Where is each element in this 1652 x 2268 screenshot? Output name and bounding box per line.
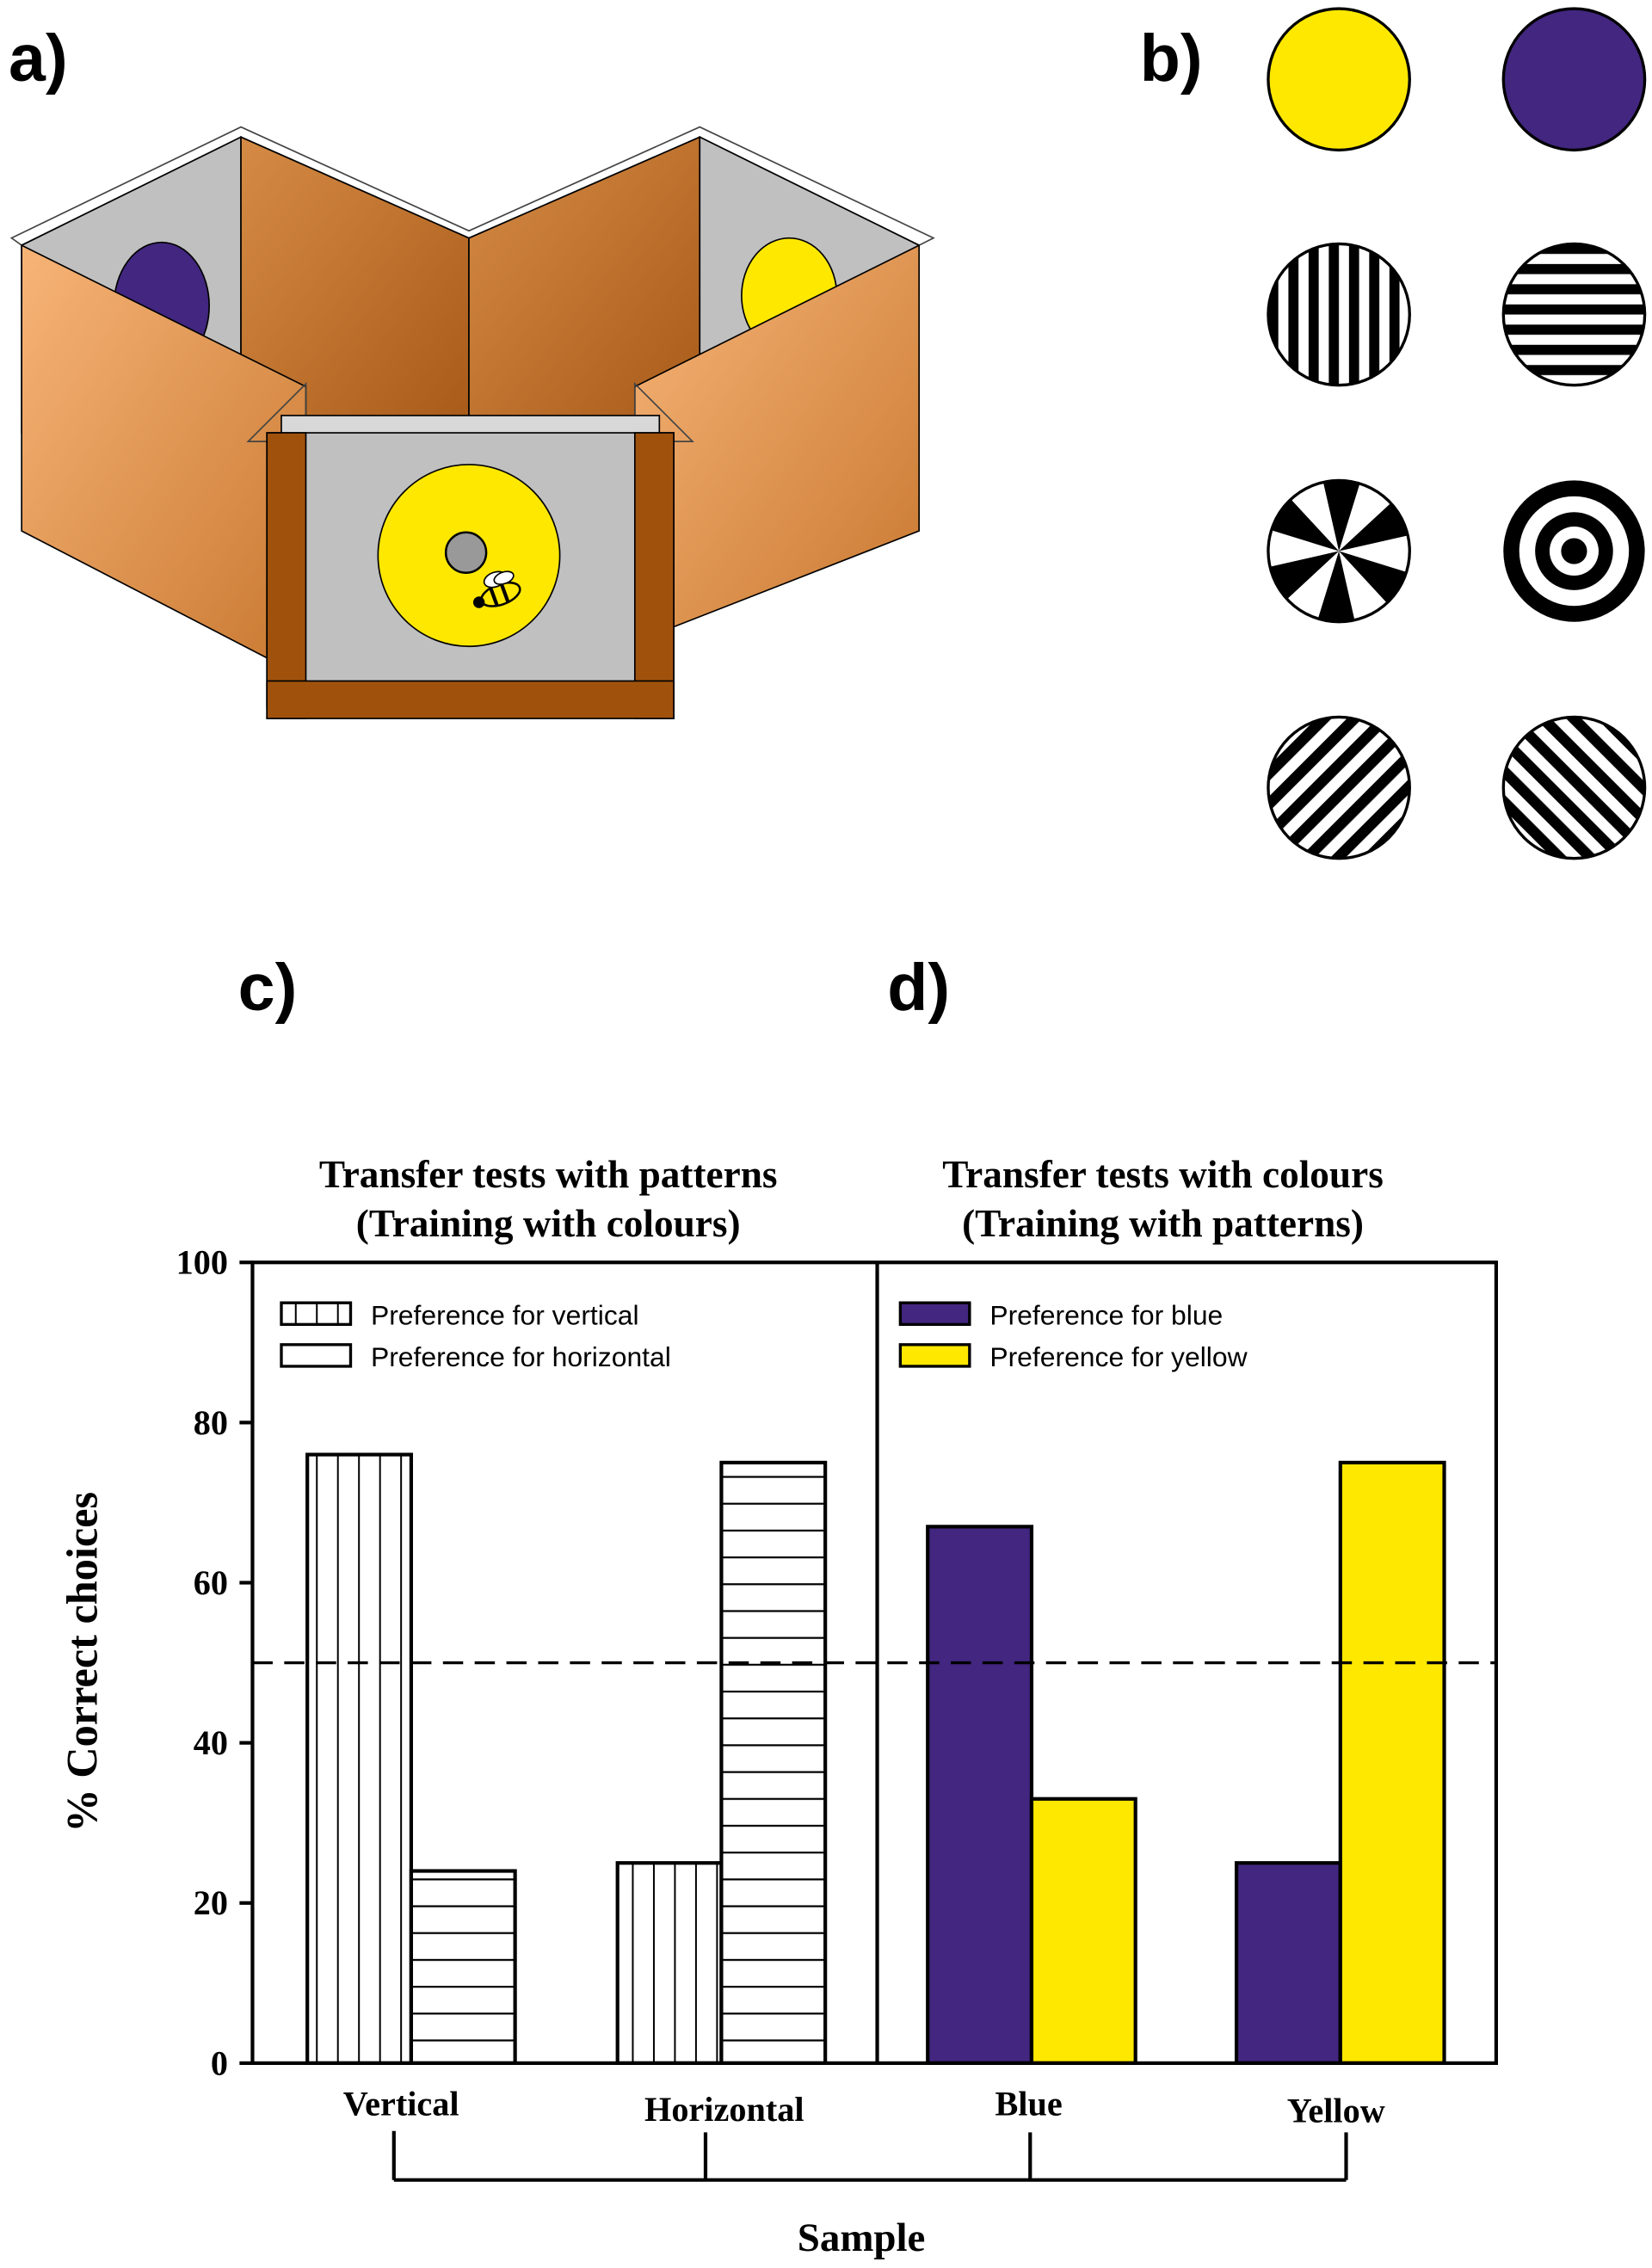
radial-sectors-stimulus <box>1267 478 1411 624</box>
chart-d-title-line1: Transfer tests with colours <box>942 1153 1384 1196</box>
category-label-horizontal: Horizontal <box>644 2090 804 2129</box>
y-tick-label: 40 <box>194 1723 228 1762</box>
bar-horizontal-preference-for-horizontal <box>719 1460 828 2065</box>
sector <box>1339 502 1409 552</box>
legend-label-vertical: Preference for vertical <box>371 1299 639 1330</box>
legend-swatch-blue <box>898 1301 971 1327</box>
sector <box>1322 480 1360 552</box>
panel-label-a: a) <box>9 22 68 96</box>
legend-swatch-horizontal <box>280 1343 353 1368</box>
legend-label-yellow: Preference for yellow <box>989 1341 1248 1372</box>
legend-swatch-vertical <box>280 1301 353 1327</box>
category-label-vertical: Vertical <box>343 2084 459 2123</box>
category-label-yellow: Yellow <box>1287 2092 1385 2130</box>
y-tick-label: 20 <box>194 1883 228 1922</box>
legend-swatch-yellow <box>898 1343 971 1368</box>
y-tick-label: 60 <box>194 1563 228 1602</box>
vertical-stripes-stimulus <box>1267 242 1411 387</box>
sector <box>1339 551 1407 603</box>
sector <box>1269 551 1340 600</box>
bar-blue-preference-for-yellow <box>1029 1797 1137 2065</box>
diagonal-stripes-right-stimulus <box>1501 715 1647 860</box>
horizontal-stripes-stimulus <box>1501 242 1647 387</box>
chart-d-title-line2: (Training with patterns) <box>962 1202 1364 1245</box>
stimulus-set <box>1267 7 1647 860</box>
category-label-blue: Blue <box>995 2084 1062 2123</box>
chart-c-title-line1: Transfer tests with patterns <box>319 1153 778 1196</box>
blue-disc-stimulus <box>1501 7 1647 152</box>
plot-frame <box>250 1260 1498 2065</box>
bar-chart: Transfer tests with patterns (Training w… <box>58 1153 1498 2260</box>
bar-yellow-preference-for-blue <box>1234 1861 1342 2065</box>
bar-horizontal-preference-for-vertical <box>615 1861 724 2065</box>
bar-blue-preference-for-blue <box>926 1525 1034 2065</box>
entrance-hole <box>444 531 488 574</box>
legend-label-horizontal: Preference for horizontal <box>371 1341 671 1372</box>
bar-vertical-preference-for-vertical <box>305 1452 414 2065</box>
y-axis-label: % Correct choices <box>58 1492 106 1833</box>
panel-label-d: d) <box>887 951 950 1025</box>
y-tick-label: 80 <box>194 1403 228 1442</box>
chart-c-title-line2: (Training with colours) <box>356 1202 741 1245</box>
y-maze-illustration <box>9 126 935 719</box>
y-tick-label: 0 <box>211 2043 228 2082</box>
concentric-rings-stimulus <box>1503 480 1645 622</box>
sector <box>1271 499 1340 552</box>
x-axis-label: Sample <box>798 2216 926 2260</box>
legend-label-blue: Preference for blue <box>989 1299 1223 1330</box>
sample-bracket <box>391 2130 1348 2182</box>
panel-label-c: c) <box>238 951 298 1025</box>
bee-icon <box>472 570 521 608</box>
sector <box>1317 551 1355 622</box>
diagonal-stripes-left-stimulus <box>1267 715 1411 860</box>
yellow-disc-stimulus <box>1267 7 1411 152</box>
bar-yellow-preference-for-yellow <box>1338 1460 1446 2065</box>
y-tick-label: 100 <box>176 1243 228 1282</box>
bar-vertical-preference-for-horizontal <box>409 1869 517 2065</box>
panel-label-b: b) <box>1140 22 1203 96</box>
